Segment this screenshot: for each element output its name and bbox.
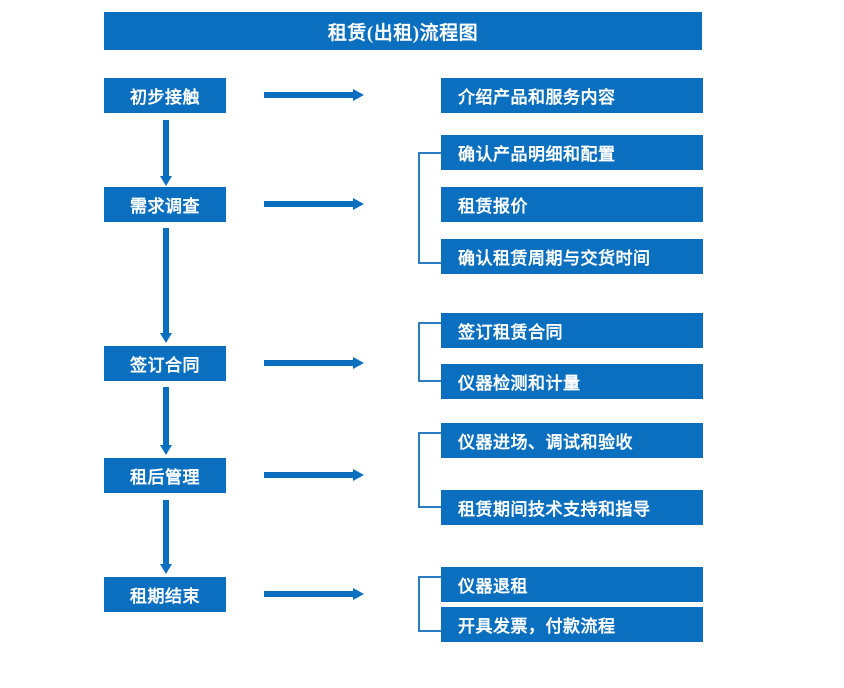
right-arrow-icon-2: [264, 198, 364, 210]
stage-box-initial-contact[interactable]: 初步接触: [104, 78, 226, 113]
right-arrow-icon-1: [264, 89, 364, 101]
stage-box-rental-end[interactable]: 租期结束: [104, 577, 226, 612]
detail-box-technical-support-during-rental[interactable]: 租赁期间技术支持和指导: [441, 490, 703, 525]
detail-box-instrument-return[interactable]: 仪器退租: [441, 567, 703, 602]
group-bracket-post-rental-management: [418, 432, 441, 508]
detail-box-confirm-product-details[interactable]: 确认产品明细和配置: [441, 135, 703, 170]
stage-box-post-rental-management[interactable]: 租后管理: [104, 458, 226, 493]
right-arrow-icon-3: [264, 357, 364, 369]
down-arrow-icon-3: [160, 387, 172, 455]
detail-box-instrument-entry-commissioning-acceptance[interactable]: 仪器进场、调试和验收: [441, 423, 703, 458]
right-arrow-icon-5: [264, 588, 364, 600]
right-arrow-icon-4: [264, 469, 364, 481]
stage-box-requirement-survey[interactable]: 需求调查: [104, 187, 226, 222]
stage-box-sign-contract[interactable]: 签订合同: [104, 346, 226, 381]
detail-box-invoice-payment-process[interactable]: 开具发票，付款流程: [441, 607, 703, 642]
group-bracket-rental-end: [418, 576, 441, 632]
detail-box-intro-products-services[interactable]: 介绍产品和服务内容: [441, 78, 703, 113]
group-bracket-sign-contract: [418, 322, 441, 382]
down-arrow-icon-2: [160, 228, 172, 343]
detail-box-rental-quotation[interactable]: 租赁报价: [441, 187, 703, 222]
detail-box-sign-rental-contract[interactable]: 签订租赁合同: [441, 313, 703, 348]
detail-box-confirm-rental-period-delivery[interactable]: 确认租赁周期与交货时间: [441, 239, 703, 274]
down-arrow-icon-4: [160, 500, 172, 574]
page-title: 租赁(出租)流程图: [104, 12, 702, 50]
group-bracket-requirement-survey: [418, 152, 441, 264]
detail-box-instrument-inspection-metering[interactable]: 仪器检测和计量: [441, 364, 703, 399]
down-arrow-icon-1: [160, 120, 172, 186]
